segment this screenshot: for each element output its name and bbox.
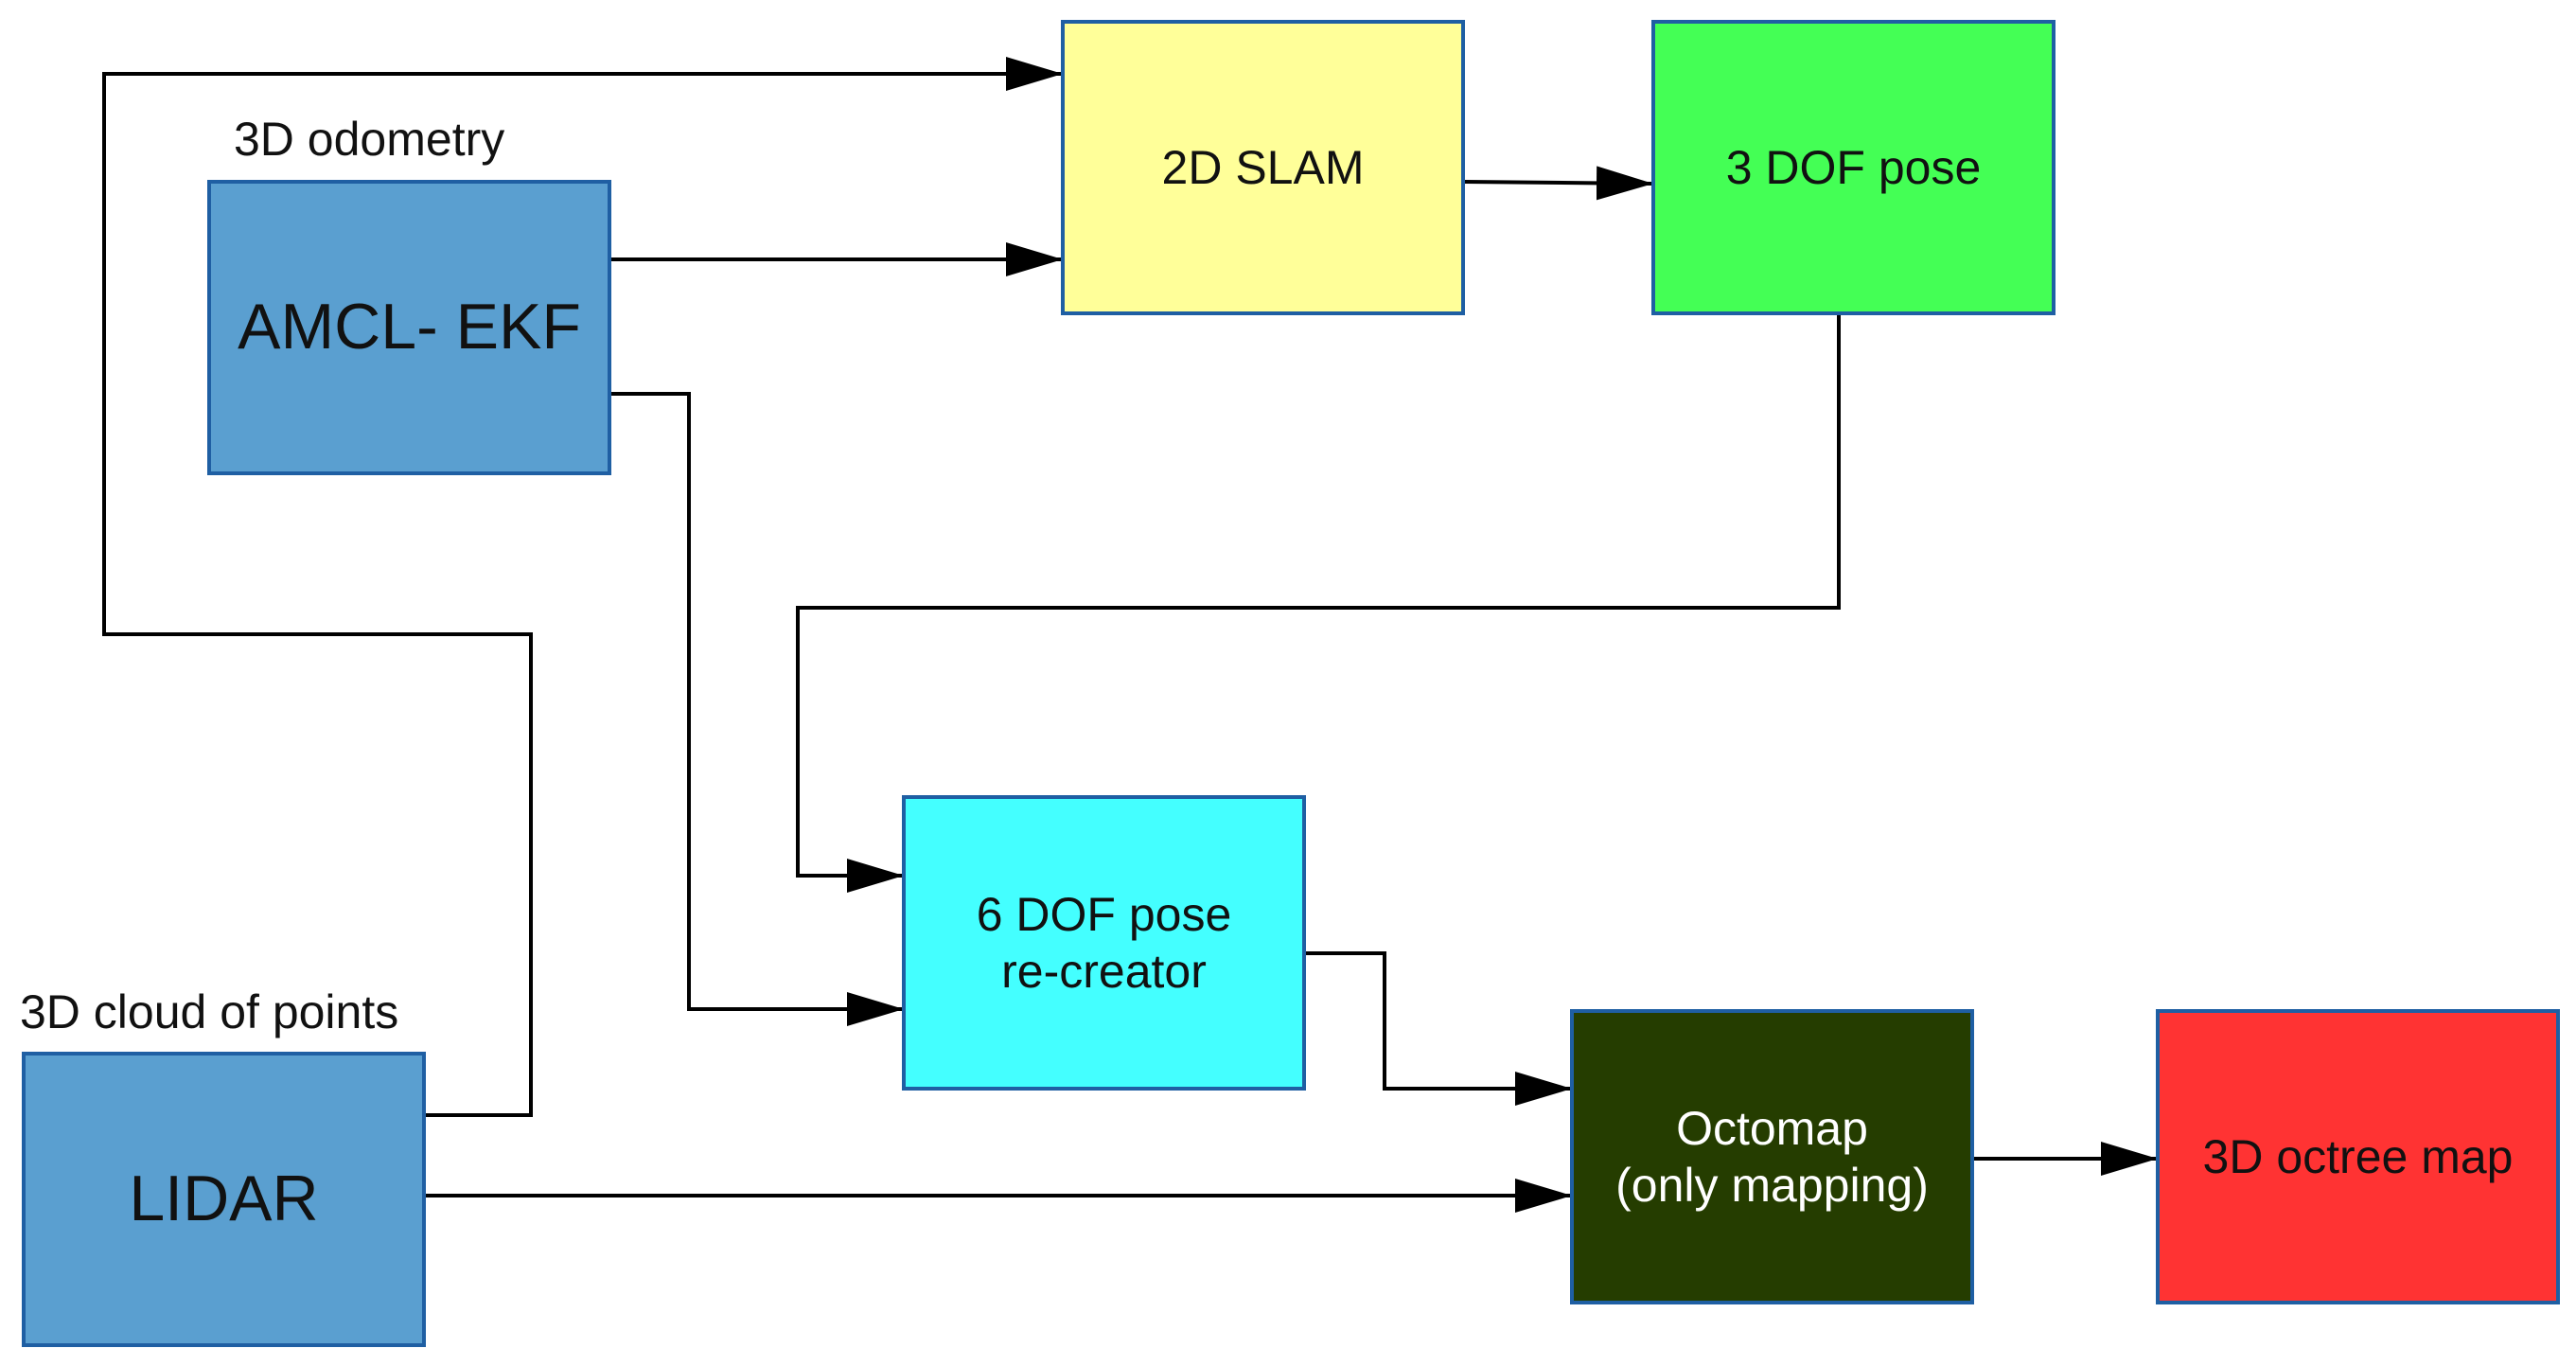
octomap-label-line-1: Octomap [1676,1102,1868,1155]
edge-6dof-recreator-to-octomap [1306,951,1572,1106]
amcl-ekf-node: AMCL- EKF [207,180,611,475]
pose-3dof-node: 3 DOF pose [1651,20,2056,315]
lidar-label: LIDAR [129,1162,319,1235]
slam-2d-node: 2D SLAM [1061,20,1465,315]
pose-6dof-recreator-node: 6 DOF pose re-creator [902,795,1306,1091]
octree-map-label: 3D octree map [2202,1130,2514,1183]
octomap-label-line-2: (only mapping) [1615,1159,1929,1212]
pose-6dof-recreator-label: 6 DOF pose re-creator [977,886,1232,1000]
amcl-ekf-label: AMCL- EKF [238,291,581,364]
lidar-node: LIDAR [22,1052,426,1347]
pose-6dof-label-line-1: 6 DOF pose [976,888,1232,941]
lidar-caption: 3D cloud of points [20,985,399,1038]
edge-lidar-to-slam [102,57,1063,1117]
octomap-node: Octomap (only mapping) [1570,1009,1974,1304]
edge-amcl-to-6dof-recreator [611,392,904,1026]
slam-2d-label: 2D SLAM [1161,141,1365,194]
octomap-label: Octomap (only mapping) [1615,1100,1929,1214]
octree-map-node: 3D octree map [2156,1009,2560,1304]
amcl-ekf-caption: 3D odometry [234,113,505,166]
edge-slam-to-3dof-pose [1464,166,1653,201]
pose-3dof-label: 3 DOF pose [1725,141,1982,194]
edge-3dof-pose-to-6dof-recreator [796,315,1841,893]
pose-6dof-label-line-2: re-creator [1001,945,1207,998]
